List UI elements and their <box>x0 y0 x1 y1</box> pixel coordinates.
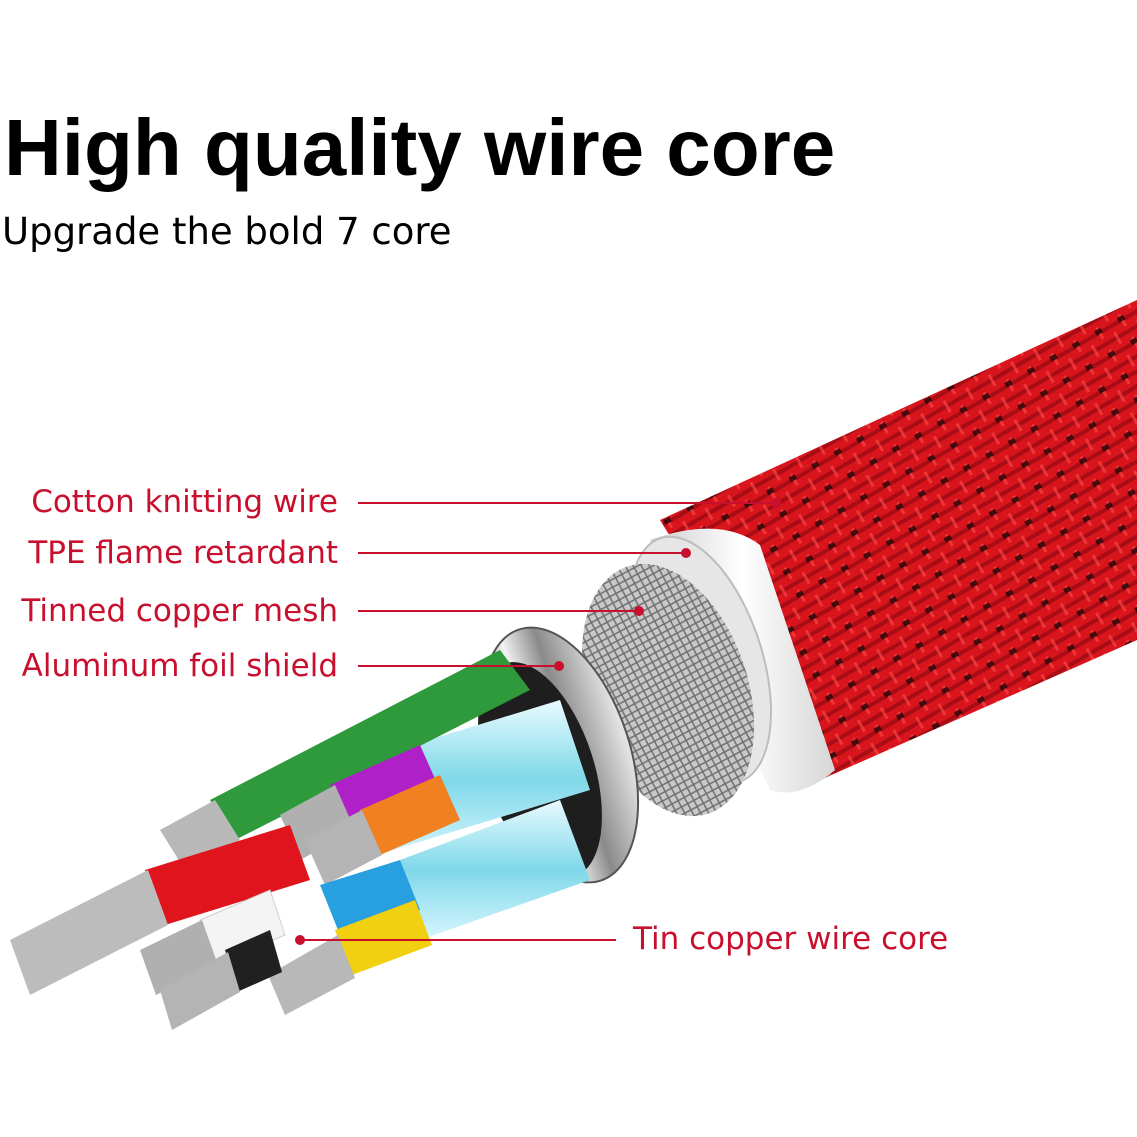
leader-dot-tin-copper-wire-core <box>295 935 305 945</box>
callout-aluminum-foil-shield: Aluminum foil shield <box>21 648 338 684</box>
page-subtitle: Upgrade the bold 7 core <box>2 210 452 253</box>
callout-tin-copper-wire-core: Tin copper wire core <box>633 921 949 957</box>
callout-cotton-knitting-wire: Cotton knitting wire <box>31 484 338 520</box>
leader-dot-aluminum-foil-shield <box>554 661 564 671</box>
callout-leaders <box>295 498 781 945</box>
leader-dot-cotton-knitting-wire <box>771 498 781 508</box>
leader-dot-tinned-copper-mesh <box>634 606 644 616</box>
leader-dot-tpe-flame-retardant <box>681 548 691 558</box>
page-title: High quality wire core <box>4 103 836 192</box>
wire-cores <box>10 650 530 1030</box>
callout-tinned-copper-mesh: Tinned copper mesh <box>21 593 338 629</box>
callout-tpe-flame-retardant: TPE flame retardant <box>28 535 338 571</box>
